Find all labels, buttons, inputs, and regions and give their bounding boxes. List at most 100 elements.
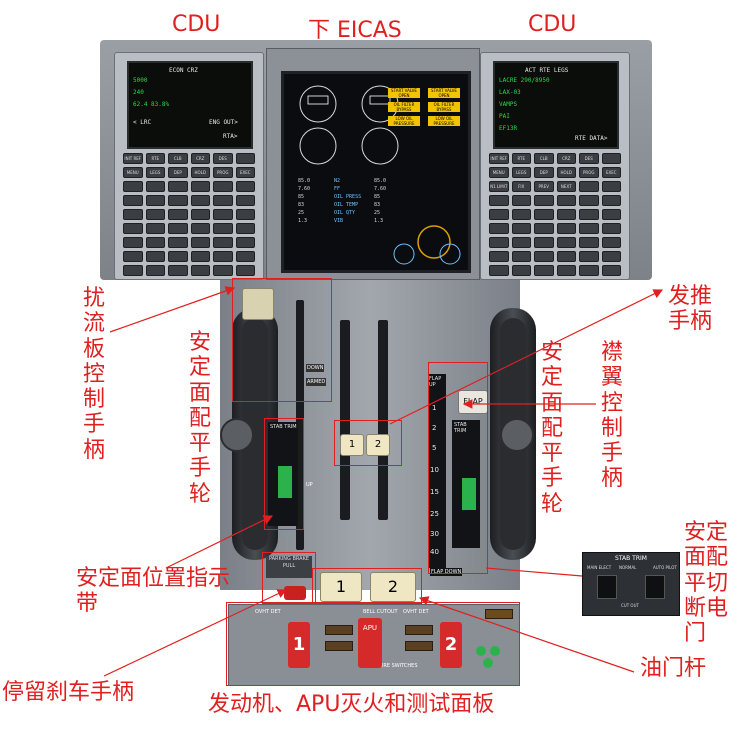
cdu-key[interactable]: CRZ [190,153,210,164]
cdu-key[interactable] [579,209,599,220]
cdu-key[interactable] [190,181,210,192]
cdu-key[interactable] [145,209,165,220]
cdu-key[interactable]: FIX [511,181,531,192]
cdu-key[interactable] [168,251,188,262]
cdu-key[interactable] [556,223,576,234]
cdu-key[interactable] [168,223,188,234]
cdu-key[interactable] [123,223,143,234]
cdu-key[interactable] [145,265,165,276]
cdu-key[interactable] [511,223,531,234]
cdu-key[interactable] [556,265,576,276]
cdu-key[interactable] [579,265,599,276]
engine-1-fire-handle[interactable]: 1 [288,622,310,668]
cdu-key[interactable] [534,209,554,220]
cdu-key[interactable] [123,209,143,220]
cdu-key[interactable] [601,223,621,234]
cdu-key[interactable]: CLB [534,153,554,164]
cdu-key[interactable] [168,195,188,206]
cdu-key[interactable] [168,265,188,276]
fuel-control-lever-2[interactable]: 2 [370,572,416,602]
cdu-key[interactable]: CRZ [556,153,576,164]
cdu-key[interactable] [511,209,531,220]
cdu-key[interactable]: CLB [168,153,188,164]
stab-trim-cutout-switch-main[interactable] [597,575,617,599]
cdu-key[interactable]: DEP ARR [168,167,188,178]
cdu-key[interactable] [213,195,233,206]
cdu-key[interactable] [145,181,165,192]
cdu-key[interactable]: INIT REF [123,153,143,164]
engine-2-fire-handle[interactable]: 2 [440,622,462,668]
cdu-key[interactable]: N1 LIMIT [489,181,509,192]
cdu-key[interactable] [123,195,143,206]
cdu-key[interactable] [601,265,621,276]
cdu-key[interactable] [123,265,143,276]
cdu-key[interactable] [168,209,188,220]
cdu-key[interactable] [556,209,576,220]
cdu-key[interactable] [235,237,255,248]
cdu-key[interactable] [601,237,621,248]
cdu-key[interactable]: RTE [145,153,165,164]
cdu-key[interactable] [534,195,554,206]
cdu-key[interactable] [123,181,143,192]
cdu-key[interactable]: EXEC [235,167,255,178]
parking-brake-lever[interactable] [284,586,306,600]
cdu-key[interactable] [190,223,210,234]
cdu-key[interactable] [213,209,233,220]
cdu-key[interactable]: EXEC [601,167,621,178]
cdu-key[interactable] [579,223,599,234]
cdu-key[interactable] [556,237,576,248]
cdu-key[interactable] [579,237,599,248]
cdu-key[interactable] [145,251,165,262]
cdu-key[interactable] [190,265,210,276]
cdu-key[interactable] [511,195,531,206]
cdu-key[interactable] [235,195,255,206]
cdu-key[interactable] [556,251,576,262]
cdu-key[interactable] [123,237,143,248]
cdu-key[interactable] [534,251,554,262]
cdu-key[interactable] [190,209,210,220]
cdu-key[interactable] [511,251,531,262]
cdu-key[interactable]: LEGS [511,167,531,178]
cdu-key[interactable] [534,223,554,234]
cdu-key[interactable] [123,251,143,262]
cdu-key[interactable] [213,237,233,248]
cdu-key[interactable] [534,265,554,276]
throttle-lever-1[interactable]: 1 [340,434,364,456]
cdu-key[interactable] [235,153,255,164]
cdu-key[interactable] [168,181,188,192]
cdu-key[interactable]: MENU [123,167,143,178]
cdu-key[interactable]: MENU [489,167,509,178]
cdu-key[interactable] [145,195,165,206]
bell-cutout[interactable]: BELL CUTOUT [363,609,398,615]
cdu-key[interactable] [213,251,233,262]
cdu-key[interactable] [190,195,210,206]
cdu-key[interactable]: LEGS [145,167,165,178]
cdu-key[interactable] [601,181,621,192]
cdu-key[interactable]: HOLD [556,167,576,178]
cdu-key[interactable] [145,237,165,248]
cdu-key[interactable] [489,265,509,276]
cdu-key[interactable] [511,265,531,276]
cdu-key[interactable] [190,237,210,248]
cdu-key[interactable] [235,223,255,234]
stab-trim-cutout-switch-autopilot[interactable] [645,575,665,599]
throttle-lever-2[interactable]: 2 [366,434,390,456]
cdu-key[interactable]: DES [213,153,233,164]
cdu-key[interactable] [235,251,255,262]
cdu-key[interactable]: RTE [511,153,531,164]
cdu-key[interactable] [489,251,509,262]
cdu-key[interactable]: PREV PAGE [534,181,554,192]
cdu-key[interactable] [601,195,621,206]
cdu-key[interactable] [556,195,576,206]
cdu-key[interactable] [489,237,509,248]
cdu-key[interactable] [235,265,255,276]
fuel-control-lever-1[interactable]: 1 [320,572,362,602]
cdu-key[interactable] [489,223,509,234]
cdu-key[interactable] [511,237,531,248]
cdu-key[interactable]: HOLD [190,167,210,178]
speedbrake-lever[interactable] [242,288,274,320]
cdu-key[interactable]: PROG [213,167,233,178]
cdu-key[interactable] [213,223,233,234]
cdu-key[interactable] [489,195,509,206]
cdu-key[interactable]: INIT REF [489,153,509,164]
